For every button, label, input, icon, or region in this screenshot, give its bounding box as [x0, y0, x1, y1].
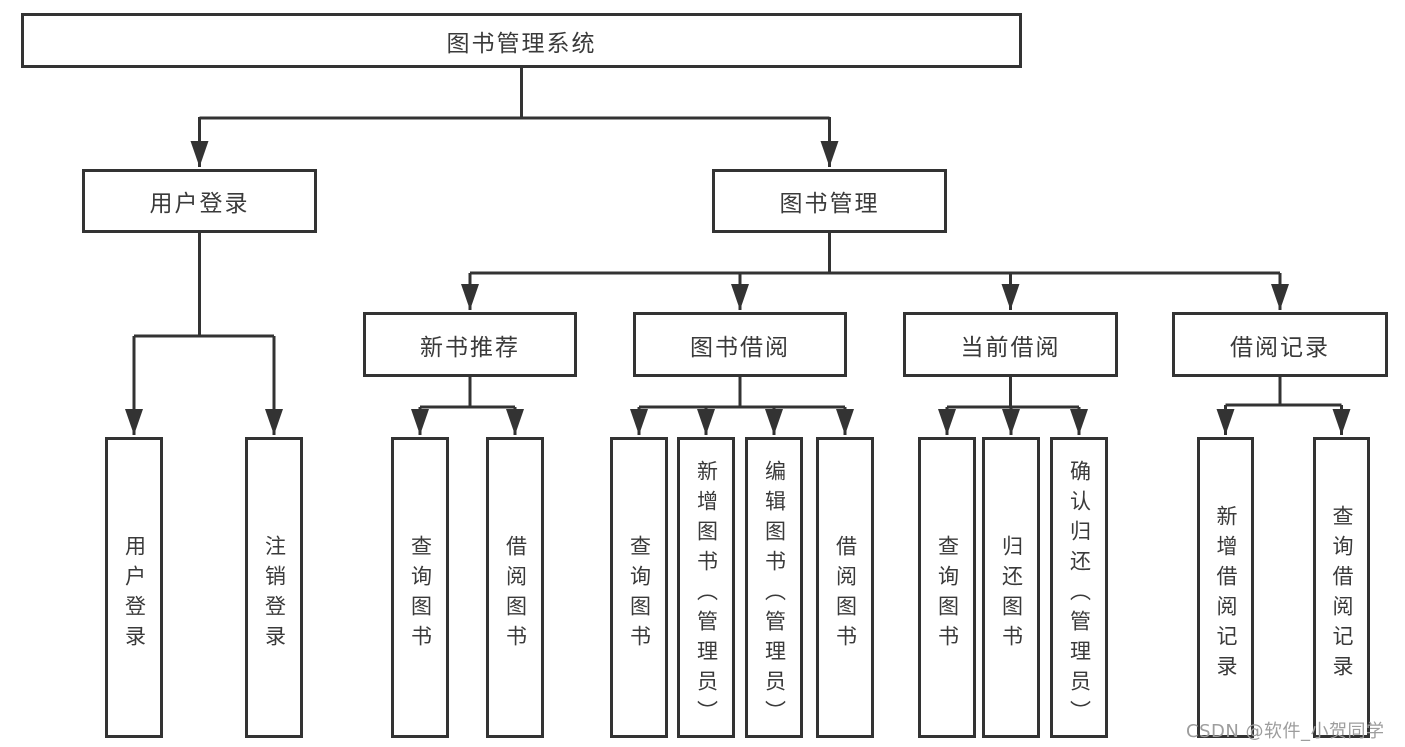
leaf-return-books-label: 归还图书	[999, 534, 1024, 655]
leaf-return-books: 归还图书	[982, 437, 1040, 738]
node-book-management-label: 图书管理	[779, 191, 880, 217]
leaf-user-login: 用户登录	[105, 437, 163, 738]
leaf-query-books-current-label: 查询图书	[935, 534, 960, 655]
node-book-borrowing: 图书借阅	[633, 312, 847, 377]
leaf-query-books-recommend: 查询图书	[391, 437, 449, 738]
leaf-borrow-books-borrowing-label: 借阅图书	[833, 534, 858, 655]
leaf-borrow-books-recommend: 借阅图书	[486, 437, 544, 738]
leaf-logout: 注销登录	[245, 437, 303, 738]
node-user-login-label: 用户登录	[149, 191, 250, 217]
leaf-logout-label: 注销登录	[262, 534, 287, 655]
node-borrowing-records: 借阅记录	[1172, 312, 1388, 377]
leaf-edit-books-admin: 编辑图书（管理员）	[745, 437, 803, 738]
leaf-query-borrow-record: 查询借阅记录	[1313, 437, 1370, 738]
node-current-borrowing-label: 当前借阅	[960, 334, 1061, 361]
leaf-query-borrow-record-label: 查询借阅记录	[1330, 504, 1354, 685]
node-new-book-recommendation: 新书推荐	[363, 312, 577, 377]
leaf-query-books-current: 查询图书	[918, 437, 976, 738]
leaf-add-books-admin-label: 新增图书（管理员）	[694, 459, 719, 730]
watermark: CSDN @软件_小贺同学	[1186, 721, 1385, 742]
node-book-management: 图书管理	[712, 169, 947, 233]
leaf-user-login-label: 用户登录	[122, 534, 147, 655]
leaf-confirm-return-admin: 确认归还（管理员）	[1050, 437, 1108, 738]
leaf-edit-books-admin-label: 编辑图书（管理员）	[762, 459, 787, 730]
node-root: 图书管理系统	[21, 13, 1022, 68]
leaf-borrow-books-borrowing: 借阅图书	[816, 437, 874, 738]
node-current-borrowing: 当前借阅	[903, 312, 1118, 377]
node-root-label: 图书管理系统	[446, 30, 597, 57]
node-book-borrowing-label: 图书借阅	[690, 334, 790, 361]
leaf-query-books-borrowing-label: 查询图书	[627, 534, 652, 655]
leaf-borrow-books-recommend-label: 借阅图书	[503, 534, 528, 655]
leaf-add-borrow-record: 新增借阅记录	[1197, 437, 1254, 738]
node-new-book-recommendation-label: 新书推荐	[420, 334, 520, 361]
leaf-confirm-return-admin-label: 确认归还（管理员）	[1067, 459, 1092, 730]
leaf-add-borrow-record-label: 新增借阅记录	[1214, 504, 1238, 685]
node-borrowing-records-label: 借阅记录	[1230, 334, 1330, 361]
leaf-add-books-admin: 新增图书（管理员）	[677, 437, 735, 738]
node-user-login: 用户登录	[82, 169, 317, 233]
leaf-query-books-borrowing: 查询图书	[610, 437, 668, 738]
leaf-query-books-recommend-label: 查询图书	[408, 534, 433, 655]
